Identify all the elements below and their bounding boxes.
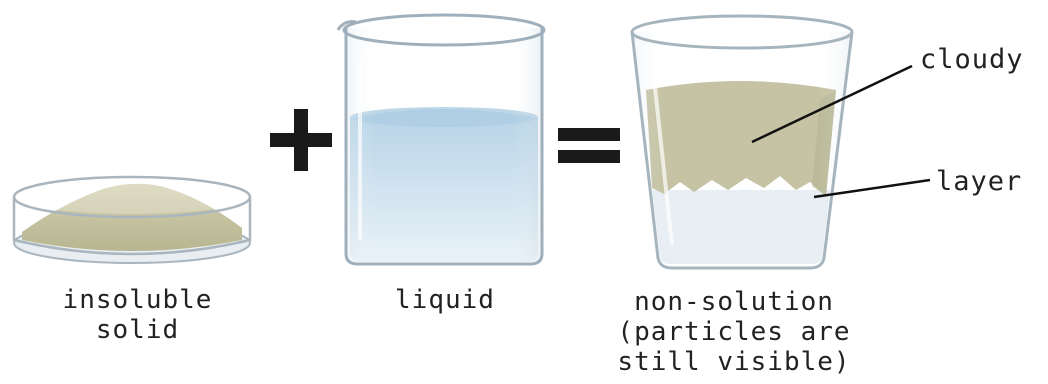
result-label-line3: still visible) bbox=[617, 347, 851, 377]
solid-label-line1: insoluble bbox=[62, 285, 213, 315]
result-label-line1: non-solution bbox=[634, 287, 834, 317]
plus-icon bbox=[270, 109, 332, 171]
liquid-label: liquid bbox=[395, 285, 495, 315]
cloudy-label: cloudy bbox=[920, 44, 1024, 75]
equals-icon bbox=[558, 128, 620, 163]
result-label-line2: (particles are bbox=[617, 317, 851, 347]
cup-icon bbox=[630, 14, 854, 270]
solid-label-line2: solid bbox=[95, 315, 180, 345]
layer-label: layer bbox=[936, 166, 1023, 197]
petri-dish-icon bbox=[12, 175, 252, 264]
cloudy-callout-line bbox=[751, 64, 913, 144]
beaker-icon bbox=[336, 13, 546, 266]
layer-callout-line bbox=[813, 178, 931, 199]
